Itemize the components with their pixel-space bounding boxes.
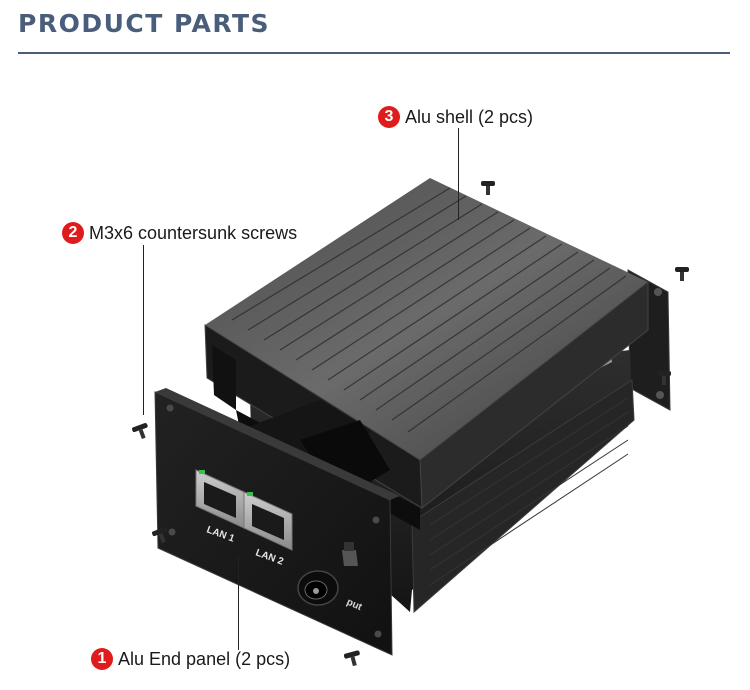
screw-icon — [132, 423, 148, 440]
callout-alu-shell: 3 Alu shell (2 pcs) — [378, 106, 533, 128]
callout-label: M3x6 countersunk screws — [89, 222, 298, 243]
screw-icon — [675, 267, 689, 281]
callout-number-badge: 1 — [91, 648, 113, 670]
leader-line-end-panel — [238, 556, 239, 650]
screw-icon — [152, 527, 168, 544]
leader-line-screws — [143, 245, 144, 415]
screw-icon — [343, 650, 360, 667]
callout-label: Alu shell (2 pcs) — [405, 106, 534, 127]
screw-icon — [657, 371, 671, 385]
callout-number-badge: 2 — [62, 222, 84, 244]
callout-screws: 2 M3x6 countersunk screws — [62, 222, 297, 244]
leader-line-shell — [458, 128, 459, 220]
title-underline — [18, 52, 730, 54]
front-end-panel: LAN 1 LAN 2 put — [154, 388, 400, 656]
lan-port-2 — [243, 491, 293, 551]
callout-label: Alu End panel (2 pcs) — [118, 648, 291, 669]
callout-end-panel: 1 Alu End panel (2 pcs) — [91, 648, 290, 670]
callout-number-badge: 3 — [378, 106, 400, 128]
power-connector — [297, 570, 339, 606]
panel-screw-post — [342, 542, 358, 566]
section-header: PRODUCT PARTS — [18, 8, 730, 54]
page-title: PRODUCT PARTS — [18, 9, 271, 38]
screw-icon — [481, 181, 495, 195]
